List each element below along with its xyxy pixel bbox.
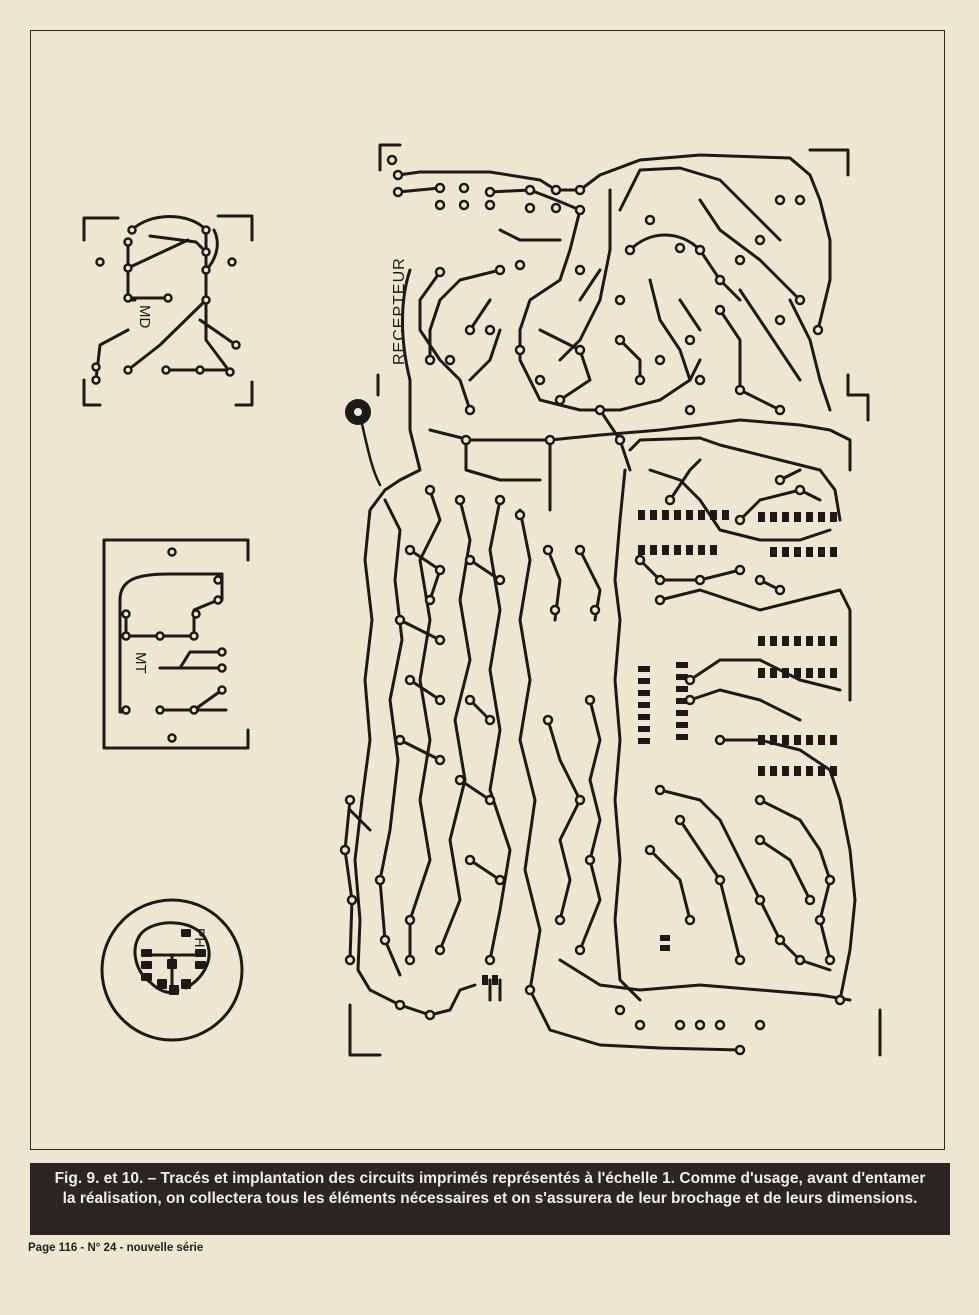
md-board-pads <box>91 225 241 385</box>
main-board-pads-top <box>386 154 824 446</box>
ph-label: PH <box>192 928 208 947</box>
main-board-pads-right <box>634 474 846 1006</box>
mt-board <box>102 538 250 750</box>
mt-board-pads <box>121 547 227 743</box>
main-board-traces-top <box>383 153 852 512</box>
ph-board <box>100 898 244 1042</box>
ph-board-pads <box>141 929 206 995</box>
main-board-pads-lower <box>339 484 766 1056</box>
figure-frame <box>30 30 945 1150</box>
page-footer: Page 116 - N° 24 - nouvelle série <box>28 1242 204 1254</box>
recepteur-label: RECEPTEUR <box>391 257 408 365</box>
pcb-figure: RECEPTEUR MD MT PH <box>82 143 882 1057</box>
md-board <box>82 214 254 407</box>
main-board-outline <box>348 143 882 1057</box>
figure-caption: Fig. 9. et 10. – Tracés et implantation … <box>30 1163 950 1235</box>
main-board-ic-pads <box>482 510 837 985</box>
md-label: MD <box>136 305 153 328</box>
mt-label: MT <box>132 652 149 674</box>
